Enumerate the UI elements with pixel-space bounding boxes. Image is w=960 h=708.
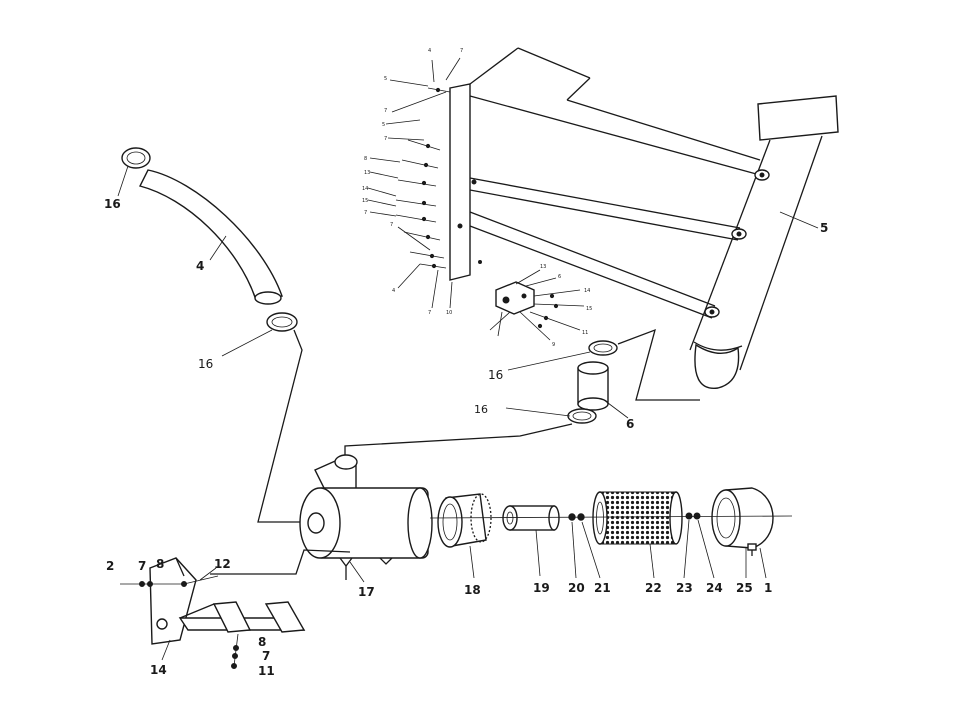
label-22: 22: [645, 581, 662, 595]
label-14: 14: [150, 663, 167, 677]
label-16-lower: 16: [474, 403, 488, 416]
label-11: 11: [258, 664, 275, 678]
leader-lines: [117, 165, 819, 661]
air-stack-pipe: [689, 95, 839, 389]
small-label: 11: [582, 330, 588, 336]
label-23: 23: [676, 581, 693, 595]
label-16-upper: 16: [488, 368, 503, 382]
intake-hose: [121, 147, 298, 332]
lower-bracket: [489, 269, 585, 341]
small-label: 13: [364, 170, 370, 176]
washer-23: [685, 512, 693, 520]
filter-tube: [502, 505, 560, 531]
connector-tube: [567, 340, 618, 424]
label-5: 5: [820, 221, 828, 235]
hose-clamp-top: [121, 147, 151, 169]
small-label: 15: [586, 306, 592, 312]
label-20: 20: [568, 581, 585, 595]
label-8-lower: 8: [258, 635, 266, 649]
small-label: 5: [384, 76, 387, 82]
label-6: 6: [626, 417, 634, 431]
air-cleaner-body: [299, 454, 433, 580]
label-8-upper: 8: [156, 557, 164, 571]
callout-labels: 16 4 16 5 16 16 6 17 18 19 20 21 22 23 2…: [104, 48, 828, 678]
washer-24: [693, 512, 701, 520]
filter-element: [592, 491, 683, 545]
label-17: 17: [358, 585, 375, 599]
small-label: 7: [428, 310, 431, 316]
label-2: 2: [106, 559, 114, 573]
label-16-top: 16: [104, 197, 121, 211]
small-label: 8: [364, 156, 367, 162]
small-label: 14: [362, 186, 368, 192]
small-label: 7: [390, 222, 393, 228]
mounting-plate: [449, 83, 471, 281]
small-label: 10: [446, 310, 452, 316]
plate-bolts: [367, 57, 461, 309]
mounting-bracket: [120, 549, 351, 669]
small-label: 7: [460, 48, 463, 54]
label-18: 18: [464, 583, 481, 597]
small-label: 15: [362, 198, 368, 204]
small-label: 5: [382, 122, 385, 128]
small-label: 4: [428, 48, 431, 54]
end-cap: [711, 487, 774, 556]
filter-seal: [437, 493, 492, 548]
small-label: 4: [392, 288, 395, 294]
label-24: 24: [706, 581, 723, 595]
label-12: 12: [214, 557, 231, 571]
radiator-frame: [367, 47, 761, 341]
label-7-upper: 7: [138, 559, 146, 573]
hose-clamp-bottom: [266, 312, 298, 332]
label-4: 4: [196, 259, 204, 273]
label-7-lower: 7: [262, 649, 270, 663]
small-label: 7: [364, 210, 367, 216]
small-label: 6: [558, 274, 561, 280]
small-label: 13: [540, 264, 546, 270]
small-label: 7: [384, 108, 387, 114]
label-16-hose: 16: [198, 357, 213, 371]
label-21: 21: [594, 581, 611, 595]
label-1: 1: [764, 581, 772, 595]
small-label: 9: [552, 342, 555, 348]
pipe-cap: [757, 95, 839, 141]
label-19: 19: [533, 581, 550, 595]
label-25: 25: [736, 581, 753, 595]
small-label: 14: [584, 288, 590, 294]
small-label: 7: [384, 136, 387, 142]
